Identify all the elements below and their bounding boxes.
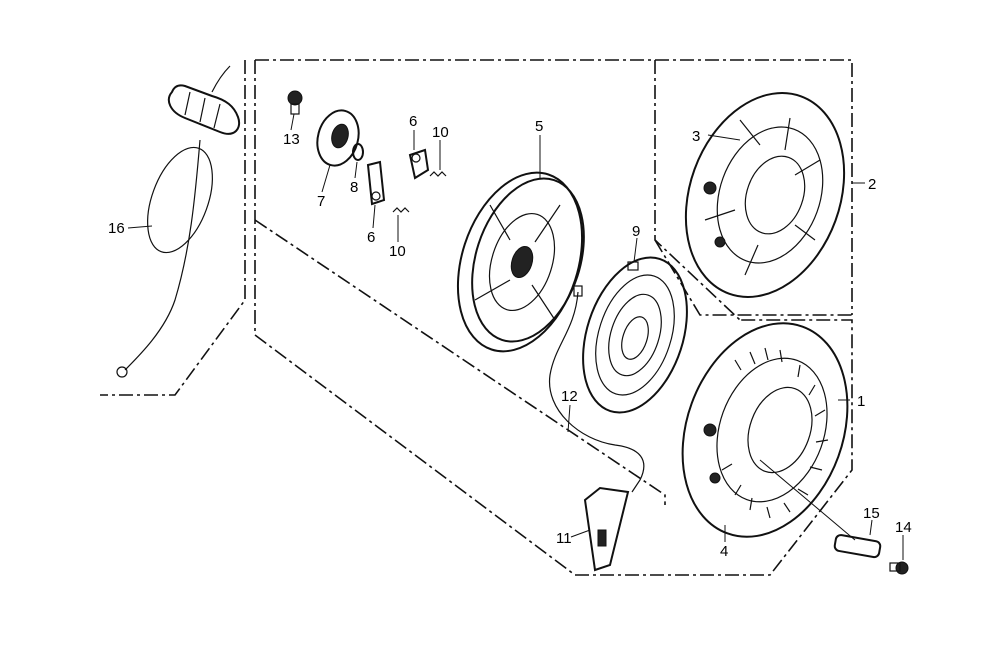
ratchet-pawl-lower-part xyxy=(366,160,386,206)
callout-4: 4 xyxy=(720,543,728,560)
rope-guide-part xyxy=(583,486,630,572)
leader-lines xyxy=(127,113,904,560)
callout-14: 14 xyxy=(895,519,912,536)
callout-11: 11 xyxy=(556,530,572,547)
rope-handle-part xyxy=(116,65,240,378)
lower-cover-part xyxy=(681,322,849,538)
callout-1: 1 xyxy=(857,393,865,410)
ratchet-pawl-upper-part xyxy=(408,148,430,180)
collar-part xyxy=(833,534,882,559)
callout-5: 5 xyxy=(535,118,543,135)
spring-lower-part xyxy=(392,207,410,213)
spring-upper-part xyxy=(429,171,447,177)
callout-2: 2 xyxy=(868,176,876,193)
starter-rope-part xyxy=(548,285,645,493)
callout-13: 13 xyxy=(283,131,300,148)
callout-15: 15 xyxy=(863,505,880,522)
bolt-part xyxy=(287,90,303,115)
recoil-spring-part xyxy=(582,256,688,414)
callout-10-lower: 10 xyxy=(389,243,406,260)
callout-6-lower: 6 xyxy=(367,229,375,246)
callout-9: 9 xyxy=(632,223,640,240)
reel-part xyxy=(456,171,585,353)
callout-labels: 1 2 3 4 5 6 6 7 8 9 10 10 11 12 13 14 15… xyxy=(108,113,912,560)
callout-12: 12 xyxy=(561,388,578,405)
assembly-boundaries xyxy=(100,59,853,576)
callout-8: 8 xyxy=(350,179,358,196)
callout-6-upper: 6 xyxy=(409,113,417,130)
callout-16: 16 xyxy=(108,220,125,237)
ratchet-plate-part xyxy=(316,109,360,167)
callout-3: 3 xyxy=(692,128,700,145)
callout-7: 7 xyxy=(317,193,325,210)
washer-part xyxy=(352,143,364,161)
screw-part xyxy=(889,561,909,575)
upper-cover-part xyxy=(684,92,846,298)
callout-10-upper: 10 xyxy=(432,124,449,141)
